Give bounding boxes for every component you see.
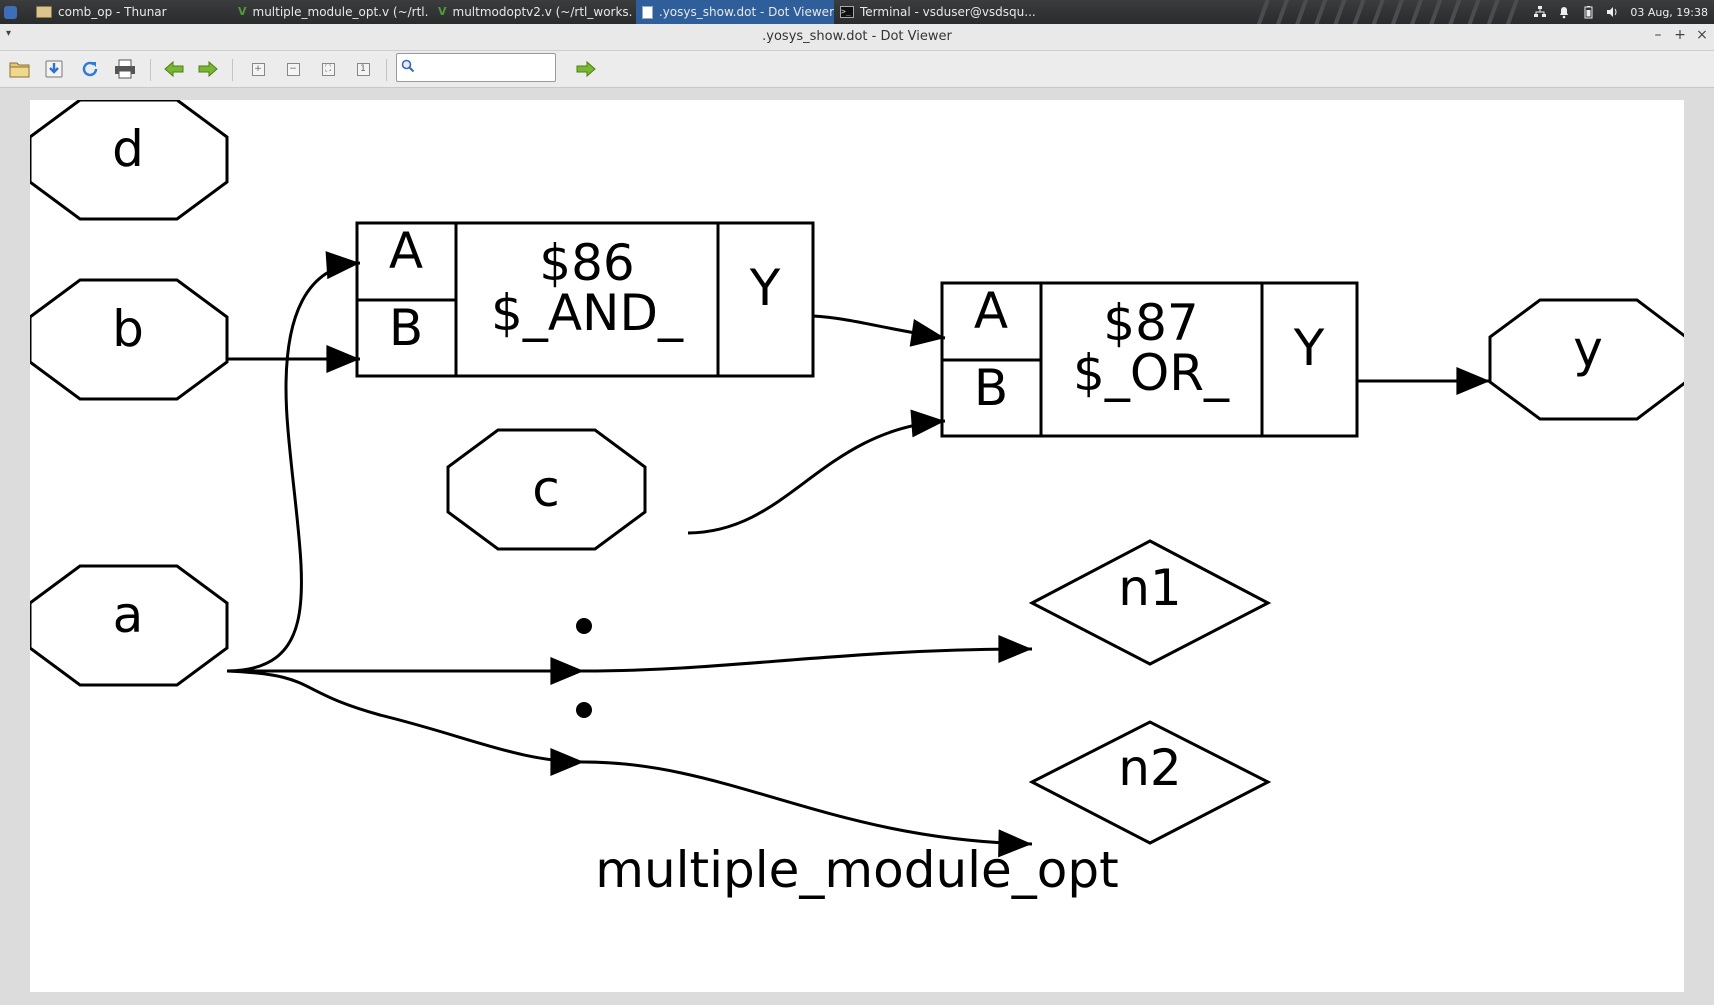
input-label-d: d bbox=[112, 120, 144, 178]
vim-icon: V bbox=[438, 5, 447, 18]
output-port-y bbox=[1488, 298, 1684, 421]
wire-n2 bbox=[1028, 720, 1272, 845]
or-port-a-label: A bbox=[974, 282, 1008, 340]
and-port-y-label: Y bbox=[749, 259, 781, 317]
junction-dot-n2 bbox=[576, 702, 592, 718]
and-port-a-label: A bbox=[389, 222, 423, 280]
output-label-y: y bbox=[1573, 320, 1603, 378]
find-next-button[interactable] bbox=[574, 57, 598, 81]
zoom-in-button[interactable]: + bbox=[246, 57, 270, 81]
and-cell-type: $_AND_ bbox=[491, 284, 684, 342]
junction-dot-n1 bbox=[576, 618, 592, 634]
or-port-b-label: B bbox=[974, 359, 1008, 417]
task-dot-viewer[interactable]: .yosys_show.dot - Dot Viewer bbox=[636, 0, 834, 24]
zoom-out-icon: − bbox=[286, 62, 300, 76]
edge-a-to-junction-n2 bbox=[226, 669, 585, 776]
edge-and-y-to-or-a bbox=[812, 314, 946, 347]
clock[interactable]: 03 Aug, 19:38 bbox=[1630, 5, 1708, 19]
zoom-fit-button[interactable]: ⛶ bbox=[316, 57, 340, 81]
save-icon bbox=[45, 60, 63, 78]
task-vim-2[interactable]: V multmodoptv2.v (~/rtl_works... bbox=[438, 0, 632, 24]
or-port-y-label: Y bbox=[1293, 319, 1325, 377]
search-icon bbox=[401, 59, 415, 73]
task-vim-1[interactable]: V multiple_module_opt.v (~/rtl... bbox=[238, 0, 428, 24]
folder-open-icon bbox=[9, 62, 30, 78]
dot-viewer-icon bbox=[642, 5, 653, 19]
task-label: multmodoptv2.v (~/rtl_works... bbox=[452, 5, 632, 19]
graph-svg: d b c a y n1 n2 A B $86 $_AND_ Y A B $87… bbox=[30, 100, 1684, 899]
wire-n1 bbox=[1028, 539, 1272, 666]
wire-label-n1: n1 bbox=[1118, 559, 1182, 617]
task-terminal[interactable]: >_ Terminal - vsduser@vsdsqu... bbox=[840, 0, 1040, 24]
toolbar-separator bbox=[150, 59, 151, 81]
notification-bell-icon[interactable] bbox=[1557, 5, 1571, 19]
graph-viewport[interactable]: d b c a y n1 n2 A B $86 $_AND_ Y A B $87… bbox=[0, 88, 1714, 1005]
taskbar: comb_op - Thunar V multiple_module_opt.v… bbox=[0, 0, 1714, 24]
network-icon[interactable] bbox=[1533, 5, 1547, 19]
zoom-in-icon: + bbox=[251, 62, 265, 76]
arrow-right-icon bbox=[198, 60, 218, 78]
open-button[interactable] bbox=[8, 57, 32, 81]
input-port-a bbox=[30, 564, 229, 687]
graph-page: d b c a y n1 n2 A B $86 $_AND_ Y A B $87… bbox=[30, 100, 1684, 992]
task-thunar[interactable]: comb_op - Thunar bbox=[36, 0, 216, 24]
window-title: .yosys_show.dot - Dot Viewer bbox=[762, 29, 952, 44]
input-port-c bbox=[446, 428, 647, 551]
search-field[interactable] bbox=[396, 53, 556, 82]
close-button[interactable]: × bbox=[1696, 27, 1708, 43]
reload-button[interactable] bbox=[78, 57, 102, 81]
vim-icon: V bbox=[238, 5, 247, 18]
volume-icon[interactable] bbox=[1605, 5, 1619, 19]
maximize-button[interactable]: + bbox=[1674, 27, 1686, 43]
wire-label-n2: n2 bbox=[1118, 739, 1182, 797]
task-label: comb_op - Thunar bbox=[58, 5, 167, 19]
input-port-d bbox=[30, 100, 229, 221]
edge-a-to-and-a bbox=[226, 251, 361, 673]
toolbar-separator bbox=[386, 59, 387, 81]
edge-junction-to-n1 bbox=[583, 635, 1033, 673]
app-menu-icon bbox=[4, 5, 17, 19]
zoom-out-button[interactable]: − bbox=[281, 57, 305, 81]
and-port-b-label: B bbox=[389, 299, 423, 357]
edge-c-to-or-b bbox=[687, 409, 946, 535]
window-titlebar: ▾ .yosys_show.dot - Dot Viewer – + × bbox=[0, 24, 1714, 51]
edge-junction-to-n2 bbox=[583, 760, 1033, 858]
system-tray: 03 Aug, 19:38 bbox=[1528, 0, 1714, 24]
zoom-fit-icon: ⛶ bbox=[321, 62, 335, 76]
print-icon bbox=[115, 59, 135, 79]
graph-caption: multiple_module_opt bbox=[595, 841, 1119, 899]
arrow-go-icon bbox=[576, 60, 596, 78]
toolbar-separator bbox=[232, 59, 233, 81]
arrow-left-icon bbox=[164, 60, 184, 78]
taskbar-spacer bbox=[1255, 0, 1525, 24]
app-menu-button[interactable] bbox=[4, 0, 22, 24]
toolbar: + − ⛶ 1 bbox=[0, 51, 1714, 88]
save-button[interactable] bbox=[42, 57, 66, 81]
search-input[interactable] bbox=[417, 56, 553, 79]
task-label: multiple_module_opt.v (~/rtl... bbox=[252, 5, 428, 19]
battery-icon[interactable] bbox=[1581, 5, 1595, 19]
terminal-icon: >_ bbox=[840, 6, 854, 18]
forward-button[interactable] bbox=[196, 57, 220, 81]
or-cell-id: $87 bbox=[1103, 294, 1198, 352]
reload-icon bbox=[82, 61, 98, 77]
and-cell-id: $86 bbox=[539, 234, 634, 292]
input-label-b: b bbox=[112, 300, 144, 358]
task-label: .yosys_show.dot - Dot Viewer bbox=[658, 5, 834, 19]
zoom-100-button[interactable]: 1 bbox=[351, 57, 375, 81]
task-label: Terminal - vsduser@vsdsqu... bbox=[860, 5, 1036, 19]
folder-icon bbox=[36, 6, 52, 18]
minimize-button[interactable]: – bbox=[1654, 27, 1662, 43]
input-label-a: a bbox=[113, 586, 144, 644]
print-button[interactable] bbox=[113, 57, 137, 81]
window-menu-button[interactable]: ▾ bbox=[6, 28, 12, 39]
input-port-b bbox=[30, 278, 229, 401]
zoom-100-icon: 1 bbox=[356, 62, 370, 76]
input-label-c: c bbox=[532, 460, 560, 518]
or-cell-type: $_OR_ bbox=[1073, 344, 1230, 402]
back-button[interactable] bbox=[162, 57, 186, 81]
